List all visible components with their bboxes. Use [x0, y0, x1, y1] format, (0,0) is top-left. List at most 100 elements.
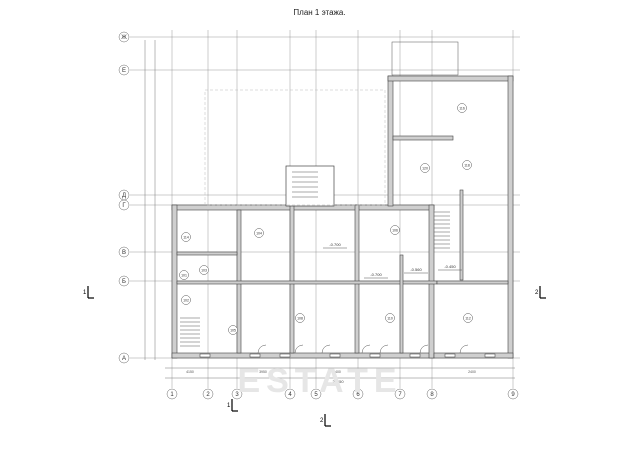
wall-int-d: [176, 251, 238, 256]
room-number: 114: [183, 236, 189, 240]
room-circle: [179, 270, 189, 280]
door-arc: [361, 344, 371, 354]
room-circle: [420, 163, 430, 173]
axis-bubble-4: [284, 388, 296, 400]
room-number: 104: [256, 232, 262, 236]
window: [249, 353, 261, 358]
section-mark-label: 1: [83, 290, 87, 296]
walls: [171, 75, 514, 359]
room-number: 103: [201, 269, 207, 273]
room-number: 108: [297, 317, 303, 321]
window: [444, 353, 456, 358]
axis-bubble-5: [310, 388, 322, 400]
dimension-total: 23350: [332, 379, 344, 384]
wall-int-c: [354, 204, 360, 354]
wall-int-e: [399, 254, 404, 354]
watermark-text: ESTATE: [237, 362, 402, 400]
axis-number: 4: [288, 392, 292, 398]
axis-bubble-9: [507, 388, 519, 400]
door-arc: [379, 344, 389, 354]
room-circle: [199, 265, 209, 275]
window: [329, 353, 341, 358]
room-circle: [228, 325, 238, 335]
wall-int-f: [459, 189, 464, 281]
axis-bubble-Ж: [118, 31, 130, 43]
axis-bubble-7: [394, 388, 406, 400]
plan-labels: 1 2 2 1 116 118 120 104 106 108 110 112 114 102 101 103…: [83, 107, 539, 425]
room-number: 106: [392, 229, 398, 233]
window: [409, 353, 421, 358]
canopy-outline: [391, 41, 459, 76]
room-circle: [462, 160, 472, 170]
axis-letter: Ж: [121, 35, 127, 41]
axis-number: 5: [314, 392, 318, 398]
room-number: 110: [387, 317, 393, 321]
axis-number: 7: [398, 392, 402, 398]
axis-letter: Д: [122, 193, 126, 199]
wall-int-g: [436, 280, 509, 285]
axis-bubble-В: [118, 246, 130, 258]
room-circle: [457, 103, 467, 113]
stair-annex: [285, 165, 335, 207]
wall-west: [171, 204, 178, 359]
wall-int-b: [289, 189, 295, 354]
door-arc: [419, 344, 429, 354]
door-arc: [321, 344, 331, 354]
window: [199, 353, 211, 358]
wall-wing-south: [433, 352, 514, 359]
section-mark-label: 2: [320, 418, 324, 424]
axis-number: 1: [170, 392, 174, 398]
level-mark: -0.450: [444, 264, 456, 269]
upper-outline: [204, 89, 386, 206]
axis-bubble-Г: [118, 199, 130, 211]
door-arc: [459, 344, 469, 354]
axis-number: 3: [235, 392, 239, 398]
level-mark: -0.700: [370, 272, 382, 277]
axis-letter: Е: [122, 68, 126, 74]
door-arc: [257, 344, 267, 354]
room-circle: [295, 313, 305, 323]
dimension-value: 4150: [186, 370, 194, 374]
plan-title: План 1 этажа.: [293, 8, 346, 17]
axis-letter: Г: [122, 203, 126, 209]
room-number: 112: [465, 317, 471, 321]
axis-number: 9: [511, 392, 515, 398]
room-number: 118: [464, 164, 470, 168]
axis-letter: Б: [122, 279, 126, 285]
level-mark: -0.700: [329, 242, 341, 247]
wall-wing-north: [387, 75, 514, 82]
axis-letter: А: [122, 356, 126, 362]
room-circle: [181, 232, 191, 242]
room-number: 105: [230, 329, 236, 333]
axis-bubble-2: [202, 388, 214, 400]
axis-number: 6: [356, 392, 360, 398]
room-number: 120: [422, 167, 428, 171]
section-mark-label: 1: [227, 403, 231, 409]
axis-number: 2: [206, 392, 210, 398]
plan-details: [87, 41, 546, 427]
room-number: 102: [183, 299, 189, 303]
wall-wing-mid: [392, 135, 454, 141]
axis-bubble-Е: [118, 64, 130, 76]
window: [369, 353, 381, 358]
dimension-value: 3950: [259, 370, 267, 374]
axis-bubble-А: [118, 352, 130, 364]
wall-south: [171, 352, 435, 359]
window: [279, 353, 291, 358]
room-number: 116: [459, 107, 465, 111]
window: [484, 353, 496, 358]
room-circle: [390, 225, 400, 235]
axis-bubble-1: [166, 388, 178, 400]
section-mark-label: 2: [535, 290, 539, 296]
wall-wing-east: [507, 75, 514, 359]
wall-corridor: [176, 280, 438, 285]
room-circle: [181, 295, 191, 305]
dimension-value: 2400: [468, 370, 476, 374]
room-circle: [385, 313, 395, 323]
room-circle: [254, 228, 264, 238]
room-number: 101: [181, 274, 187, 278]
dimension-value: 4400: [333, 370, 341, 374]
axis-bubble-3: [231, 388, 243, 400]
axis-number: 8: [430, 392, 434, 398]
